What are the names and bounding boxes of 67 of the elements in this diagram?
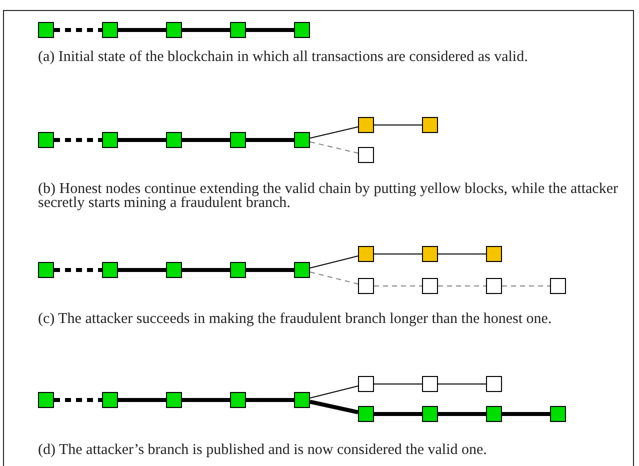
- block-square: [358, 246, 374, 262]
- block-square: [486, 278, 502, 294]
- block-square: [486, 406, 502, 422]
- block-square: [102, 392, 118, 408]
- connector-line: [246, 28, 294, 32]
- block-square: [422, 246, 438, 262]
- block-square: [358, 376, 374, 392]
- block-square: [294, 392, 310, 408]
- connector-line: [54, 398, 102, 402]
- block-square: [230, 262, 246, 278]
- block-square: [102, 262, 118, 278]
- connector-line: [246, 398, 294, 402]
- block-square: [38, 132, 54, 148]
- connector-line: [54, 28, 102, 32]
- block-square: [230, 22, 246, 38]
- block-square: [294, 22, 310, 38]
- block-square: [550, 278, 566, 294]
- connector-line: [374, 124, 422, 126]
- connector-line: [118, 138, 166, 142]
- caption-text: (a) Initial state of the blockchain in which all transactions are considered as valid.: [38, 50, 529, 64]
- block-square: [422, 117, 438, 133]
- block-square: [166, 262, 182, 278]
- connector-line: [374, 412, 422, 416]
- block-square: [38, 22, 54, 38]
- connector-line: [310, 256, 358, 268]
- block-square: [102, 132, 118, 148]
- block-square: [294, 132, 310, 148]
- connector-line: [310, 126, 358, 139]
- connector-line: [502, 412, 550, 416]
- block-square: [166, 392, 182, 408]
- connector-line: [182, 28, 230, 32]
- connector-line: [310, 141, 358, 154]
- connector-line: [118, 268, 166, 272]
- connector-line: [246, 138, 294, 142]
- block-square: [358, 406, 374, 422]
- block-square: [38, 262, 54, 278]
- block-square: [38, 392, 54, 408]
- caption-text: (d) The attacker’s branch is published and is now considered the valid one.: [38, 443, 488, 457]
- block-square: [166, 22, 182, 38]
- block-square: [358, 117, 374, 133]
- connector-line: [118, 398, 166, 402]
- block-square: [486, 246, 502, 262]
- connector-line: [182, 268, 230, 272]
- connector-line: [246, 268, 294, 272]
- block-square: [422, 376, 438, 392]
- block-square: [230, 392, 246, 408]
- connector-line: [118, 28, 166, 32]
- block-square: [550, 406, 566, 422]
- connector-line: [438, 412, 486, 416]
- block-square: [230, 132, 246, 148]
- connector-line: [182, 398, 230, 402]
- connector-line: [182, 138, 230, 142]
- block-square: [294, 262, 310, 278]
- block-square: [422, 278, 438, 294]
- block-square: [358, 278, 374, 294]
- block-square: [422, 406, 438, 422]
- block-square: [358, 147, 374, 163]
- caption-text: (c) The attacker succeeds in making the fraudulent branch longer than the honest one.: [38, 312, 553, 326]
- connector-line: [310, 272, 358, 284]
- block-square: [166, 132, 182, 148]
- connector-line: [54, 268, 102, 272]
- block-square: [486, 376, 502, 392]
- block-square: [102, 22, 118, 38]
- connector-line: [310, 400, 358, 414]
- connector-line: [54, 138, 102, 142]
- connector-line: [310, 386, 358, 398]
- caption-text: (b) Honest nodes continue extending the valid chain by putting yellow blocks, while the attacker secretly starts mining a fraudulent branch.: [38, 182, 618, 210]
